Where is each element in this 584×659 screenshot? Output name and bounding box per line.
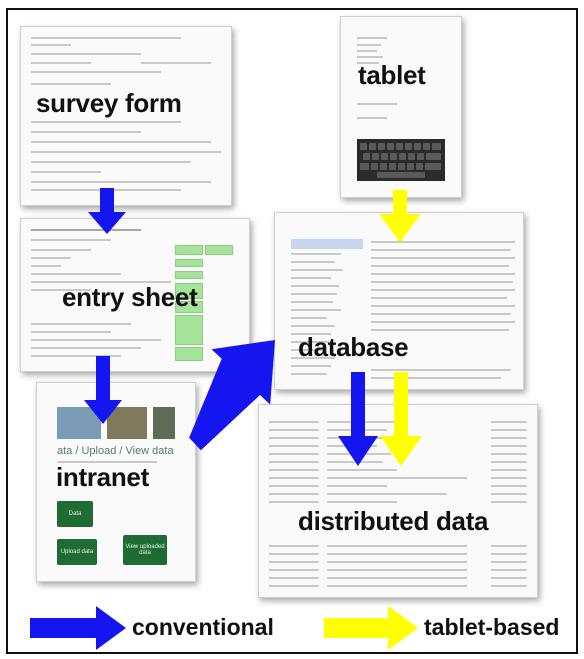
- intranet-photo: [57, 407, 101, 439]
- tablet-label: tablet: [358, 60, 426, 90]
- intranet-nav[interactable]: ata / Upload / View data: [57, 445, 174, 457]
- legend-tablet-based-label: tablet-based: [424, 614, 560, 640]
- intranet-label: intranet: [56, 462, 149, 492]
- survey-form-label: survey form: [36, 88, 182, 118]
- intranet-card: ata / Upload / View data Data Upload dat…: [36, 382, 196, 582]
- arrow-database-to-distributed-blue: [338, 372, 378, 466]
- arrow-database-to-distributed-yellow: [380, 372, 422, 466]
- arrow-entry-to-intranet: [84, 356, 122, 424]
- database-label: database: [298, 332, 409, 362]
- view-uploaded-data-button[interactable]: View uploaded data: [123, 535, 167, 565]
- arrow-survey-to-entry: [88, 188, 126, 234]
- distributed-data-label: distributed data: [298, 506, 489, 536]
- tablet-keyboard: [357, 139, 445, 181]
- legend-conventional-label: conventional: [132, 614, 274, 640]
- intranet-photo: [153, 407, 175, 439]
- upload-data-button[interactable]: Upload data: [57, 539, 97, 565]
- legend-arrow-conventional: [30, 606, 126, 650]
- arrow-tablet-to-database: [379, 190, 421, 242]
- distributed-data-card: [258, 404, 538, 598]
- legend-arrow-tablet-based: [324, 606, 418, 650]
- entry-sheet-card: [20, 218, 250, 372]
- database-card: [274, 212, 524, 390]
- data-button[interactable]: Data: [57, 501, 93, 527]
- arrow-intranet-to-database: [189, 340, 275, 451]
- intranet-photo: [107, 407, 147, 439]
- entry-sheet-label: entry sheet: [62, 282, 198, 312]
